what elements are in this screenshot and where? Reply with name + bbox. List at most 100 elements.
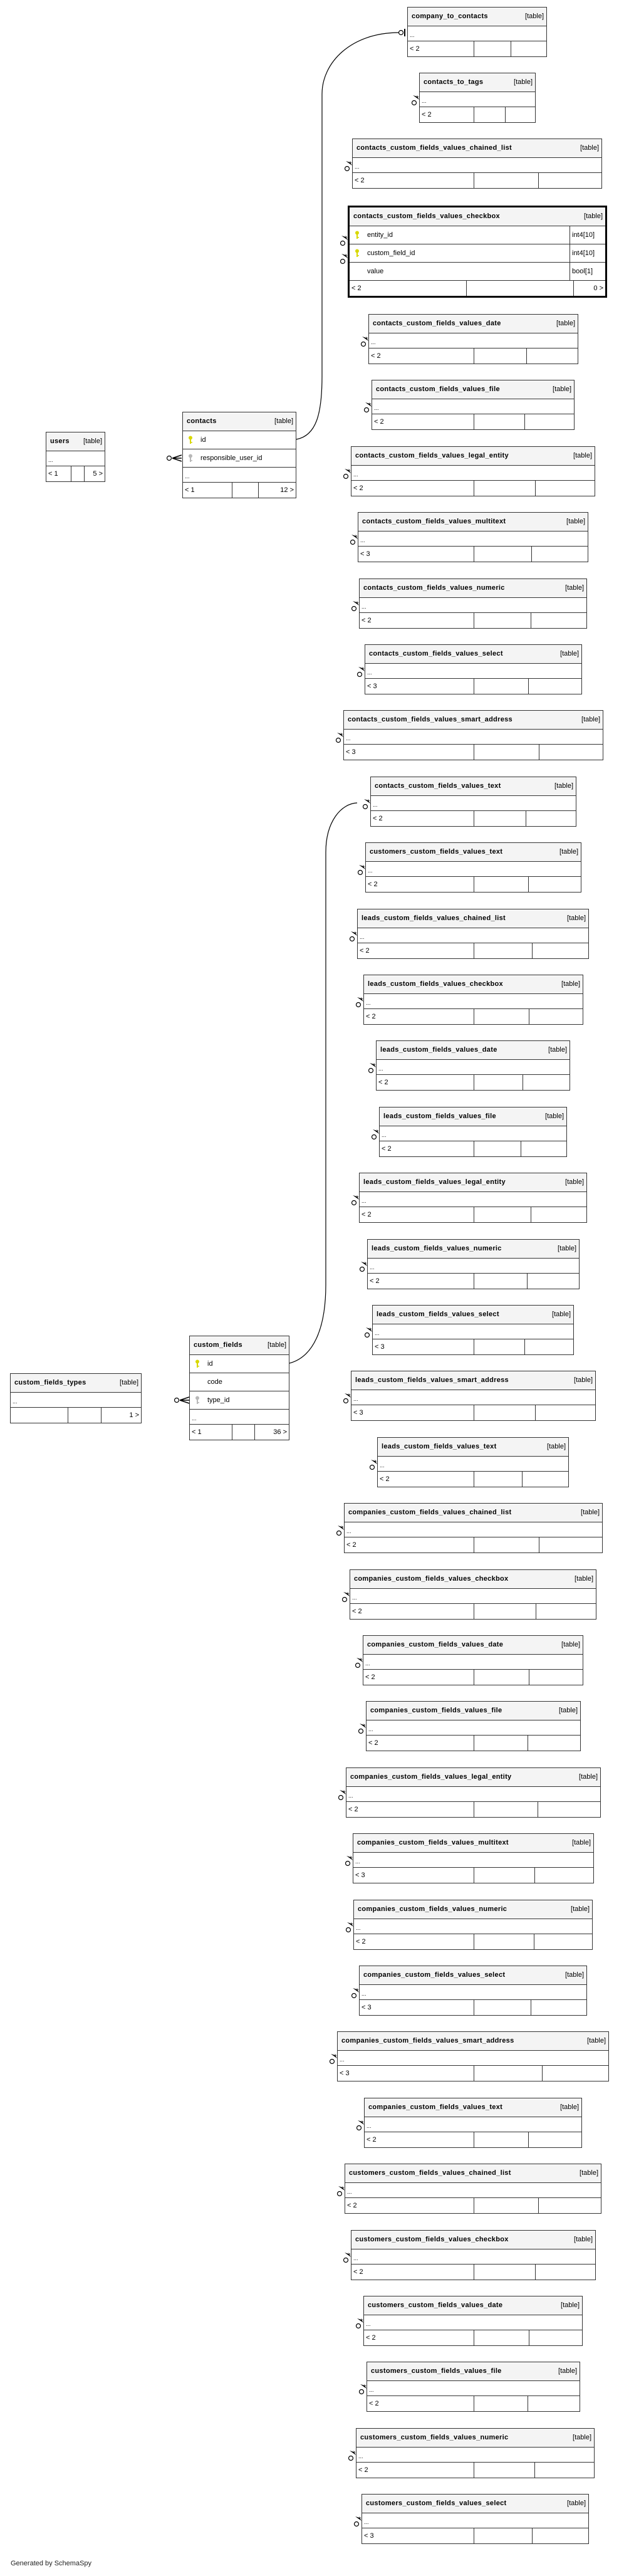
child-count[interactable] — [528, 2132, 581, 2147]
parent-count[interactable]: < 3 — [355, 1872, 365, 1879]
table-leads-custom-fields-values-numeric[interactable]: leads_custom_fields_values_numeric[table… — [367, 1239, 580, 1289]
more-columns-row[interactable]: ... — [360, 1985, 586, 2000]
parent-count[interactable]: < 2 — [367, 2136, 377, 2144]
table-name[interactable]: companies_custom_fields_values_checkbox — [354, 1575, 509, 1583]
table-companies-custom-fields-values-numeric[interactable]: companies_custom_fields_values_numeric[t… — [353, 1900, 593, 1950]
table-header[interactable]: companies_custom_fields_values_file[tabl… — [367, 1702, 580, 1720]
more-columns-row[interactable]: ... — [351, 2249, 595, 2264]
parent-count[interactable]: < 2 — [346, 1541, 356, 1549]
parent-count[interactable]: < 2 — [371, 352, 381, 360]
table-name[interactable]: customers_custom_fields_values_text — [370, 848, 503, 856]
more-columns-row[interactable]: ... — [345, 1522, 602, 1537]
parent-count[interactable]: < 3 — [364, 2532, 374, 2540]
table-contacts-custom-fields-values-checkbox[interactable]: contacts_custom_fields_values_checkbox[t… — [348, 206, 607, 298]
more-columns-row[interactable]: ... — [351, 1390, 595, 1405]
parent-count[interactable]: < 2 — [422, 111, 432, 118]
table-name[interactable]: contacts_custom_fields_values_smart_addr… — [348, 716, 512, 723]
table-leads-custom-fields-values-checkbox[interactable]: leads_custom_fields_values_checkbox[tabl… — [363, 975, 583, 1025]
parent-count[interactable]: < 3 — [375, 1343, 385, 1351]
child-count[interactable] — [524, 1339, 573, 1354]
table-header[interactable]: companies_custom_fields_values_date[tabl… — [363, 1636, 583, 1655]
table-header[interactable]: contacts_to_tags[table] — [420, 73, 535, 92]
table-header[interactable]: contacts_custom_fields_values_date[table… — [369, 315, 578, 333]
table-customers-custom-fields-values-chained-list[interactable]: customers_custom_fields_values_chained_l… — [345, 2164, 601, 2214]
parent-count[interactable]: < 2 — [382, 1145, 392, 1153]
more-columns-row[interactable]: ... — [351, 466, 595, 481]
more-columns-row[interactable]: ... — [344, 730, 603, 745]
table-leads-custom-fields-values-select[interactable]: leads_custom_fields_values_select[table]… — [372, 1305, 574, 1355]
table-header[interactable]: leads_custom_fields_values_checkbox[tabl… — [364, 975, 583, 994]
parent-count[interactable]: < 2 — [366, 2334, 376, 2342]
more-columns-row[interactable]: ... — [345, 2183, 601, 2198]
table-header[interactable]: contacts_custom_fields_values_file[table… — [372, 380, 574, 399]
more-columns-row[interactable]: ... — [364, 994, 583, 1009]
table-header[interactable]: contacts_custom_fields_values_checkbox[t… — [350, 207, 605, 226]
child-count[interactable] — [529, 2330, 582, 2345]
column-row[interactable]: id — [190, 1355, 289, 1373]
child-count[interactable] — [511, 41, 546, 56]
table-name[interactable]: custom_fields — [194, 1341, 242, 1349]
more-columns-row[interactable]: ... — [350, 1589, 596, 1604]
child-count[interactable]: 36 > — [254, 1425, 289, 1440]
table-name[interactable]: customers_custom_fields_values_select — [366, 2500, 507, 2507]
table-leads-custom-fields-values-chained-list[interactable]: leads_custom_fields_values_chained_list[… — [357, 909, 589, 959]
child-count[interactable] — [531, 547, 588, 562]
more-columns-row[interactable]: ... — [367, 2381, 580, 2396]
column-row[interactable]: code — [190, 1373, 289, 1391]
child-count[interactable] — [526, 348, 578, 364]
child-count[interactable] — [528, 1736, 580, 1751]
more-columns-row[interactable]: ... — [408, 26, 546, 41]
parent-count[interactable]: < 2 — [365, 1673, 375, 1681]
child-count[interactable] — [534, 2463, 594, 2478]
child-count[interactable] — [535, 481, 595, 496]
table-name[interactable]: contacts_custom_fields_values_date — [373, 320, 501, 327]
child-count[interactable] — [528, 877, 581, 892]
parent-count[interactable]: < 2 — [351, 285, 362, 292]
table-header[interactable]: custom_fields[table] — [190, 1336, 289, 1355]
more-columns-row[interactable]: ... — [378, 1457, 568, 1472]
child-count[interactable] — [536, 1604, 596, 1619]
table-header[interactable]: companies_custom_fields_values_smart_add… — [338, 2032, 608, 2051]
table-header[interactable]: contacts_custom_fields_values_numeric[ta… — [360, 579, 586, 598]
parent-count[interactable]: < 2 — [378, 1079, 388, 1086]
child-count[interactable] — [539, 745, 603, 760]
parent-count[interactable]: < 2 — [360, 947, 370, 955]
table-contacts-custom-fields-values-file[interactable]: contacts_custom_fields_values_file[table… — [372, 380, 575, 430]
more-columns-row[interactable]: ... — [362, 2513, 588, 2528]
more-columns-row[interactable]: ... — [358, 928, 588, 943]
table-companies-custom-fields-values-chained-list[interactable]: companies_custom_fields_values_chained_l… — [344, 1503, 603, 1553]
table-header[interactable]: customers_custom_fields_values_numeric[t… — [356, 2429, 594, 2448]
table-name[interactable]: companies_custom_fields_values_select — [363, 1971, 506, 1979]
more-columns-row[interactable]: ... — [360, 598, 586, 613]
table-name[interactable]: contacts_custom_fields_values_select — [369, 650, 503, 657]
table-companies-custom-fields-values-text[interactable]: companies_custom_fields_values_text[tabl… — [364, 2098, 582, 2148]
table-custom-fields-types[interactable]: custom_fields_types[table]...1 > — [10, 1373, 142, 1423]
table-companies-custom-fields-values-date[interactable]: companies_custom_fields_values_date[tabl… — [363, 1635, 583, 1685]
parent-count[interactable]: < 2 — [374, 418, 384, 426]
table-header[interactable]: companies_custom_fields_values_legal_ent… — [346, 1768, 600, 1787]
table-companies-custom-fields-values-smart-address[interactable]: companies_custom_fields_values_smart_add… — [337, 2031, 609, 2081]
table-contacts-custom-fields-values-text[interactable]: contacts_custom_fields_values_text[table… — [370, 777, 576, 827]
more-columns-row[interactable]: ... — [358, 531, 588, 547]
table-contacts-custom-fields-values-numeric[interactable]: contacts_custom_fields_values_numeric[ta… — [359, 579, 587, 629]
parent-count[interactable]: < 2 — [352, 1608, 362, 1615]
parent-count[interactable]: < 2 — [366, 1013, 376, 1020]
table-name[interactable]: leads_custom_fields_values_checkbox — [368, 980, 503, 988]
table-header[interactable]: contacts[table] — [183, 412, 296, 431]
table-companies-custom-fields-values-file[interactable]: companies_custom_fields_values_file[tabl… — [366, 1701, 581, 1751]
parent-count[interactable]: < 2 — [362, 1211, 372, 1218]
more-columns-row[interactable]: ... — [190, 1410, 289, 1425]
child-count[interactable] — [526, 811, 576, 826]
more-columns-row[interactable]: ... — [353, 1853, 593, 1868]
child-count[interactable] — [538, 1802, 600, 1817]
table-header[interactable]: leads_custom_fields_values_chained_list[… — [358, 909, 588, 928]
table-header[interactable]: companies_custom_fields_values_numeric[t… — [354, 1900, 592, 1919]
table-header[interactable]: leads_custom_fields_values_smart_address… — [351, 1371, 595, 1390]
more-columns-row[interactable]: ... — [372, 399, 574, 414]
table-name[interactable]: companies_custom_fields_values_legal_ent… — [350, 1773, 512, 1781]
table-header[interactable]: customers_custom_fields_values_chained_l… — [345, 2164, 601, 2183]
column-row[interactable]: id — [183, 431, 296, 449]
more-columns-row[interactable]: ... — [369, 333, 578, 348]
